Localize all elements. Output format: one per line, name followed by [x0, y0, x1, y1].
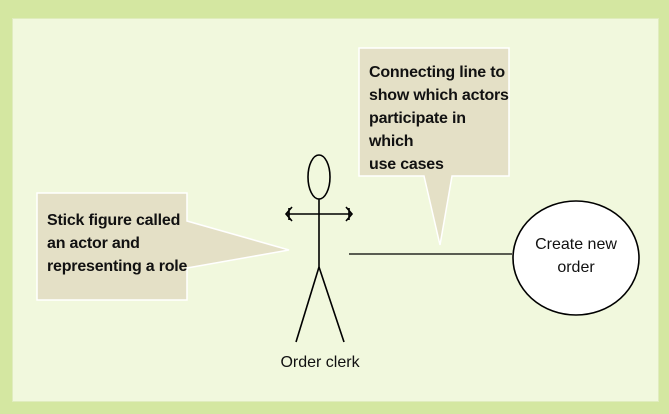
actor-head	[307, 154, 331, 200]
use-case-ellipse	[512, 200, 640, 316]
callout-actor-shape	[36, 192, 290, 301]
actor-label: Order clerk	[280, 354, 360, 371]
callout-actor-text: Stick figure called an actor and represe…	[47, 212, 188, 275]
actor-right-hand	[345, 206, 354, 222]
actor-left-leg	[295, 266, 320, 343]
use-case-label: Create new order	[535, 236, 617, 276]
callout-connecting-line-text: Connecting line to show which actors par…	[369, 64, 509, 173]
actor-stick-figure	[284, 154, 354, 343]
actor-left-hand	[284, 206, 293, 222]
actor-right-leg	[318, 266, 345, 343]
callout-connecting-line-shape	[358, 47, 510, 246]
